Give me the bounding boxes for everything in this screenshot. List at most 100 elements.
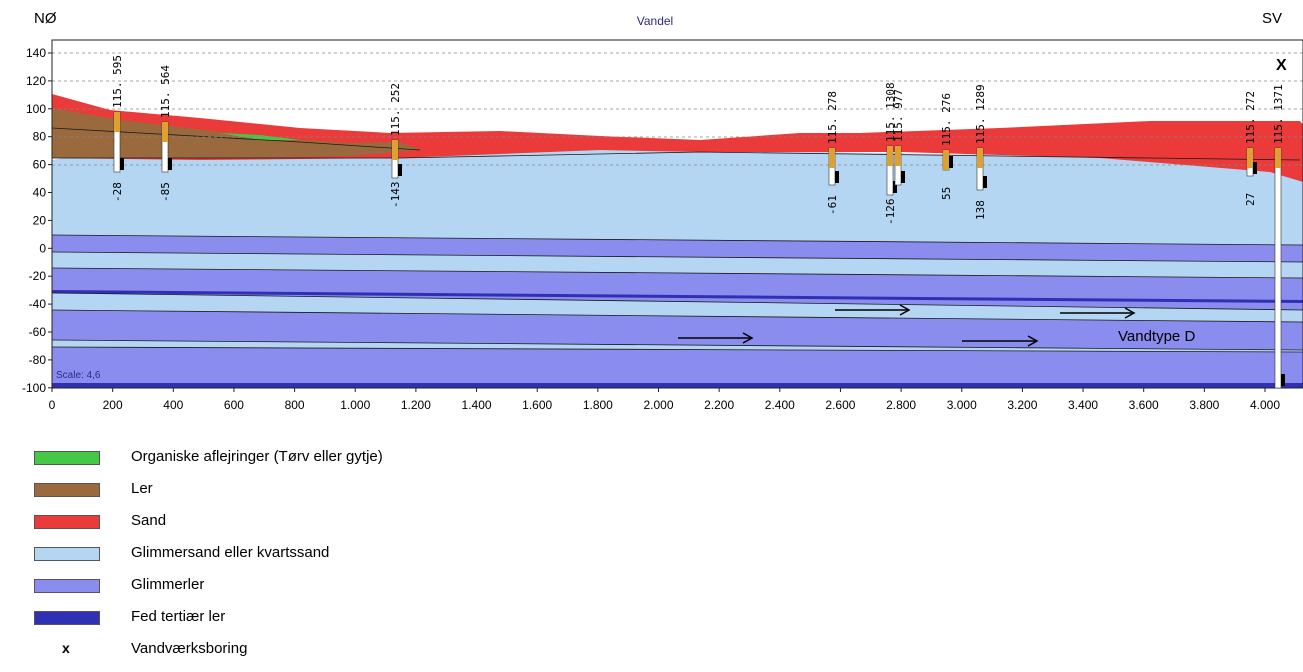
- borehole-column: [1274, 147, 1282, 389]
- x-tick-label: 1.000: [340, 398, 370, 412]
- x-tick-label: 2.200: [704, 398, 734, 412]
- legend-marker-x: x: [62, 640, 70, 656]
- flow-arrow: [1060, 307, 1136, 319]
- borehole-screen: [949, 156, 953, 168]
- borehole-id: 115. 272: [1244, 91, 1257, 144]
- legend-item-glimmersand: Glimmersand eller kvartssand: [34, 544, 634, 576]
- strata-layers: [52, 94, 1303, 388]
- x-tick-label: 1.200: [401, 398, 431, 412]
- borehole-top-segment: [829, 148, 835, 168]
- well-marker: X: [1276, 57, 1287, 74]
- flow-arrow: [835, 304, 911, 316]
- legend-label-ler: Ler: [131, 480, 153, 497]
- borehole-depth: 55: [940, 187, 953, 200]
- y-tick-label: 140: [26, 46, 46, 60]
- x-tick-label: 2.600: [825, 398, 855, 412]
- y-tick-label: -20: [29, 269, 47, 283]
- borehole-id: 115. 564: [159, 65, 172, 118]
- borehole-depth: 138: [974, 200, 987, 220]
- layer-ler: [52, 108, 420, 158]
- borehole-id: 115. 977: [892, 89, 905, 142]
- legend-label-organiske: Organiske aflejringer (Tørv eller gytje): [131, 448, 383, 465]
- x-tick-label: 3.800: [1189, 398, 1219, 412]
- borehole: 115. 272 27: [1244, 91, 1257, 206]
- borehole: 115. 977: [892, 89, 905, 186]
- borehole: 115. 278-61: [826, 91, 839, 215]
- legend-item-fed-tertiaer-ler: Fed tertiær ler: [34, 608, 634, 640]
- legend-label-fed-tertiaer-ler: Fed tertiær ler: [131, 608, 226, 625]
- water-type-annotation: Vandtype D: [1118, 328, 1195, 345]
- legend-swatch-organiske: [34, 451, 100, 465]
- borehole-top-segment: [1247, 148, 1253, 168]
- borehole: 115. 252-143: [389, 83, 402, 208]
- direction-label-southwest: SV: [1262, 10, 1283, 27]
- x-tick-label: 2.400: [765, 398, 795, 412]
- legend-item-sand: Sand: [34, 512, 634, 544]
- legend: Organiske aflejringer (Tørv eller gytje)…: [34, 448, 634, 672]
- borehole-top-segment: [977, 148, 983, 168]
- x-tick-label: 3.400: [1068, 398, 1098, 412]
- x-tick-label: 200: [103, 398, 123, 412]
- direction-label-northeast: NØ: [34, 10, 57, 27]
- x-tick-label: 800: [285, 398, 305, 412]
- y-tick-label: -40: [29, 297, 47, 311]
- borehole-top-segment: [895, 146, 901, 166]
- legend-swatch-sand: [34, 515, 100, 529]
- x-tick-label: 3.600: [1129, 398, 1159, 412]
- borehole-screen: [120, 158, 124, 170]
- layer-glimmerler-3: [52, 310, 1303, 350]
- borehole-depth: 27: [1244, 193, 1257, 206]
- legend-label-sand: Sand: [131, 512, 167, 529]
- layer-fed-tertiaer-ler-2: [52, 383, 1303, 388]
- legend-label-glimmersand: Glimmersand eller kvartssand: [131, 544, 330, 561]
- borehole-screen: [1281, 374, 1285, 386]
- legend-item-ler: Ler: [34, 480, 634, 512]
- borehole-screen: [1253, 162, 1257, 174]
- borehole-depth: -143: [389, 182, 402, 209]
- legend-swatch-glimmersand: [34, 547, 100, 561]
- y-tick-label: -80: [29, 353, 47, 367]
- x-tick-label: 400: [163, 398, 183, 412]
- y-tick-label: 40: [33, 186, 47, 200]
- legend-label-vandvaerksboring: Vandværksboring: [131, 640, 248, 657]
- x-tick-label: 0: [49, 398, 56, 412]
- legend-swatch-ler: [34, 483, 100, 497]
- section-title: Vandel: [636, 14, 674, 28]
- x-tick-label: 3.000: [947, 398, 977, 412]
- plot-frame: [51, 39, 1303, 389]
- flow-arrow: [962, 335, 1039, 347]
- borehole: 115. 564 -85: [159, 65, 172, 202]
- y-tick-label: 120: [26, 74, 46, 88]
- borehole-depth: -126: [884, 199, 897, 226]
- borehole-screen: [398, 164, 402, 176]
- borehole-id: 115. 1308: [884, 82, 897, 142]
- x-tick-label: 4.000: [1250, 398, 1280, 412]
- legend-label-glimmerler: Glimmerler: [131, 576, 205, 593]
- layer-organiske-aflejringer: [220, 133, 300, 140]
- flow-arrow: [678, 332, 754, 344]
- borehole-top-segment: [162, 122, 168, 142]
- x-tick-label: 1.400: [462, 398, 492, 412]
- y-tick-label: -60: [29, 325, 47, 339]
- x-tick-label: 2.800: [886, 398, 916, 412]
- borehole-id: 115. 278: [826, 91, 839, 144]
- y-tick-label: 100: [26, 102, 46, 116]
- borehole-screen: [168, 158, 172, 170]
- flow-arrows: [678, 304, 1136, 347]
- borehole-id: 115. 595: [111, 55, 124, 108]
- borehole-screen: [893, 181, 897, 193]
- borehole: 115. 1371: [1272, 84, 1285, 389]
- y-tick-label: 60: [33, 158, 47, 172]
- borehole-top-segment: [887, 146, 893, 166]
- legend-swatch-fed-tertiaer-ler: [34, 611, 100, 625]
- borehole-top-segment: [114, 112, 120, 132]
- borehole-depth: -85: [159, 182, 172, 202]
- layer-glimmerler-4: [52, 347, 1303, 388]
- x-tick-label: 1.800: [583, 398, 613, 412]
- legend-item-vandvaerksboring: x Vandværksboring: [34, 640, 634, 672]
